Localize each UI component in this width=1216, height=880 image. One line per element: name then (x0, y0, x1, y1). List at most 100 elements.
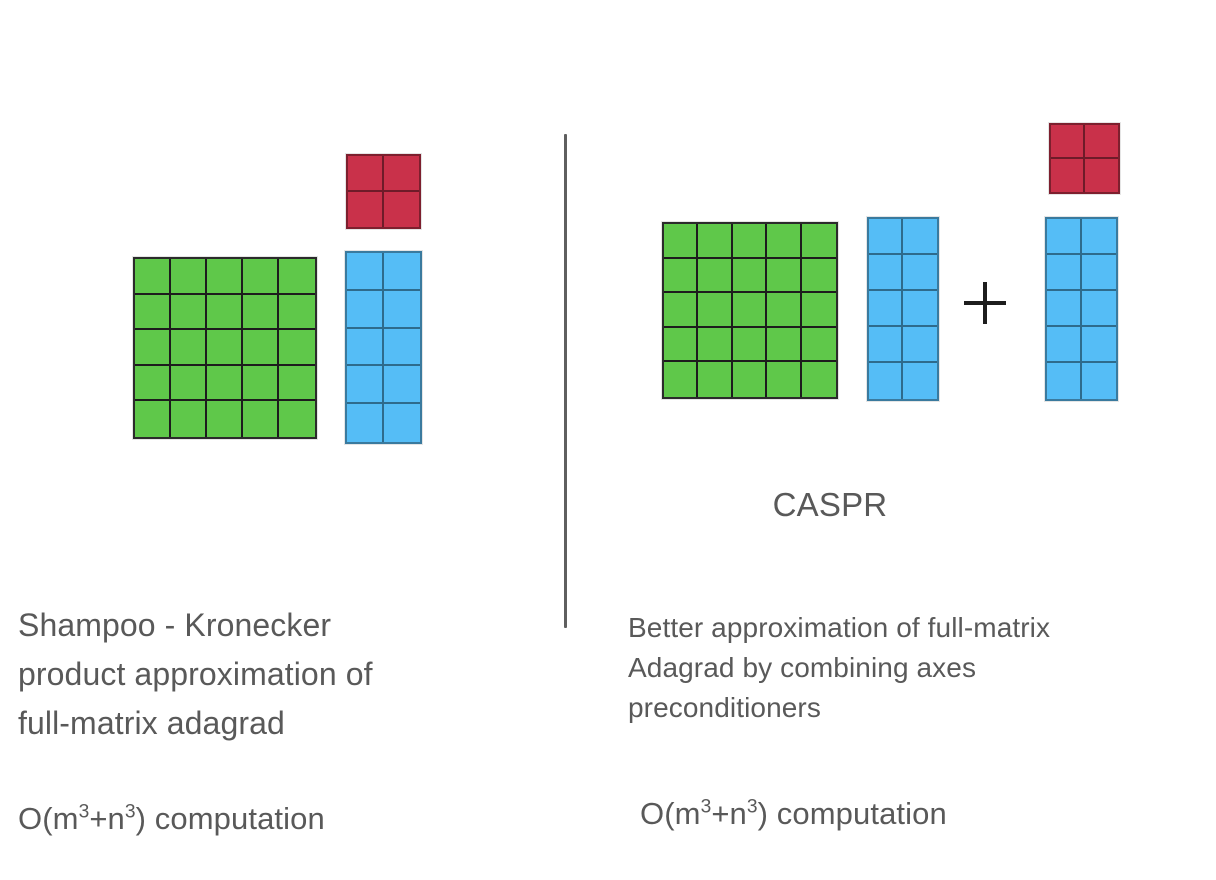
matrix-cell (171, 294, 207, 331)
right-red-matrix (1049, 123, 1120, 194)
matrix-cell (801, 224, 836, 259)
left-complexity-prefix: O(m (18, 801, 79, 836)
matrix-cell (732, 224, 768, 259)
matrix-cell (348, 156, 384, 192)
matrix-cell (279, 259, 315, 295)
caspr-title: CASPR (772, 486, 888, 523)
matrix-cell (171, 401, 207, 437)
matrix-cell (698, 293, 733, 328)
right-blue-matrix-1 (867, 217, 939, 401)
right-complexity-text: O(m3+n3) computation (640, 795, 947, 833)
matrix-cell (1081, 255, 1116, 291)
matrix-cell (801, 258, 836, 294)
matrix-cell (135, 259, 171, 295)
matrix-cell (1081, 363, 1116, 399)
matrix-cell (1047, 255, 1082, 291)
matrix-cell (135, 401, 171, 437)
matrix-cell (347, 253, 384, 291)
right-green-matrix (662, 222, 838, 399)
matrix-cell (1051, 125, 1085, 159)
matrix-cell (347, 404, 384, 442)
matrix-cell (135, 294, 171, 331)
matrix-cell (767, 362, 802, 397)
left-caption-line-1: Shampoo - Kronecker (18, 607, 332, 643)
matrix-cell (698, 224, 733, 259)
matrix-cell (801, 327, 836, 363)
matrix-cell (732, 362, 768, 397)
matrix-cell (135, 365, 171, 402)
right-complexity-exponent-1: 3 (700, 796, 712, 818)
left-caption-line-2: product approximation of (18, 656, 373, 692)
matrix-cell (664, 327, 699, 363)
matrix-cell (903, 219, 937, 255)
matrix-cell (1051, 158, 1085, 192)
matrix-cell (869, 291, 903, 327)
matrix-cell (383, 156, 419, 192)
matrix-cell (207, 330, 243, 366)
matrix-cell (903, 291, 937, 327)
matrix-cell (279, 401, 315, 437)
matrix-cell (383, 328, 420, 367)
left-caption-line-3: full-matrix adagrad (18, 705, 285, 741)
vertical-divider (564, 134, 567, 628)
matrix-cell (664, 224, 699, 259)
matrix-cell (243, 365, 279, 402)
matrix-cell (732, 293, 768, 328)
matrix-cell (383, 191, 419, 227)
matrix-cell (383, 366, 420, 405)
right-complexity-suffix: ) computation (757, 796, 947, 831)
matrix-cell (1047, 327, 1082, 363)
right-complexity-prefix: O(m (640, 796, 701, 831)
right-blue-matrix-2 (1045, 217, 1118, 401)
left-complexity-exponent-2: 3 (124, 801, 136, 823)
matrix-cell (1081, 291, 1116, 327)
matrix-cell (767, 224, 802, 259)
matrix-cell (869, 363, 903, 399)
matrix-cell (869, 219, 903, 255)
matrix-cell (207, 259, 243, 295)
left-red-matrix (346, 154, 421, 229)
left-complexity-mid: +n (89, 801, 125, 836)
matrix-cell (767, 327, 802, 363)
matrix-cell (732, 327, 768, 363)
right-complexity-mid: +n (711, 796, 747, 831)
matrix-cell (383, 253, 420, 291)
matrix-cell (243, 294, 279, 331)
right-caption: Better approximation of full-matrix Adag… (628, 608, 1198, 728)
matrix-cell (801, 293, 836, 328)
matrix-cell (698, 258, 733, 294)
matrix-cell (767, 293, 802, 328)
matrix-cell (207, 401, 243, 437)
matrix-cell (1047, 291, 1082, 327)
matrix-cell (383, 404, 420, 442)
matrix-cell (279, 330, 315, 366)
matrix-cell (1081, 327, 1116, 363)
right-caption-line-3: preconditioners (628, 692, 821, 723)
matrix-cell (1047, 219, 1082, 255)
matrix-cell (1081, 219, 1116, 255)
matrix-cell (1047, 363, 1082, 399)
left-complexity-exponent-1: 3 (78, 801, 90, 823)
matrix-cell (801, 362, 836, 397)
left-caption: Shampoo - Kronecker product approximatio… (18, 601, 528, 748)
matrix-cell (698, 327, 733, 363)
left-complexity-text: O(m3+n3) computation (18, 800, 325, 838)
matrix-cell (171, 365, 207, 402)
matrix-cell (347, 366, 384, 405)
left-complexity-suffix: ) computation (135, 801, 325, 836)
matrix-cell (243, 330, 279, 366)
matrix-cell (903, 363, 937, 399)
matrix-cell (171, 259, 207, 295)
matrix-cell (279, 365, 315, 402)
left-green-matrix (133, 257, 317, 439)
matrix-cell (732, 258, 768, 294)
matrix-cell (903, 255, 937, 291)
matrix-cell (279, 294, 315, 331)
right-caption-line-2: Adagrad by combining axes (628, 652, 977, 683)
matrix-cell (243, 401, 279, 437)
matrix-cell (767, 258, 802, 294)
matrix-cell (664, 293, 699, 328)
matrix-cell (664, 258, 699, 294)
matrix-cell (869, 327, 903, 363)
